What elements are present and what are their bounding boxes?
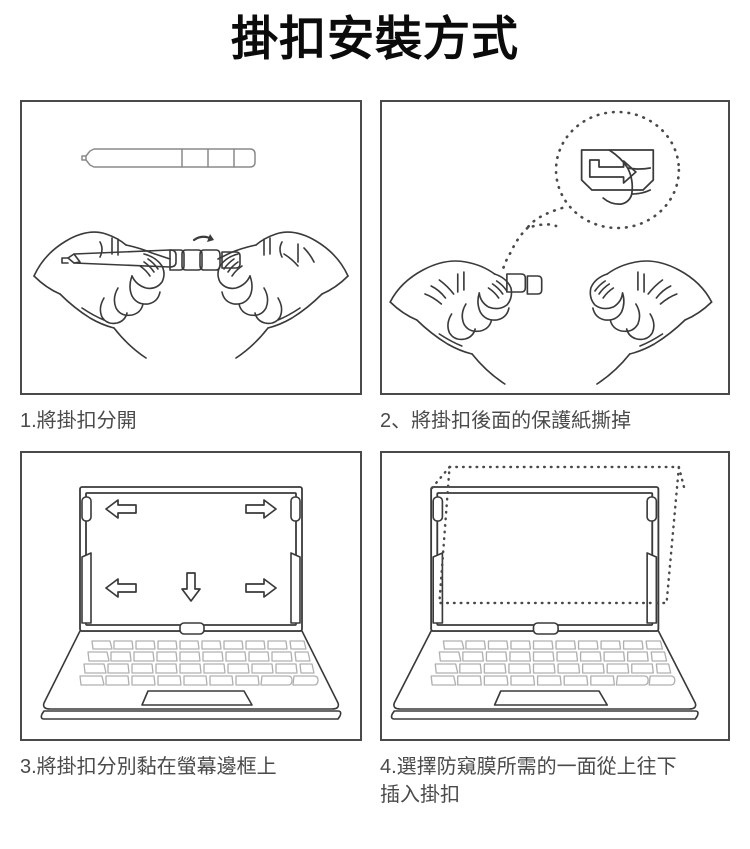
clip-bottom-left	[432, 552, 444, 624]
laptop-trackpad	[493, 690, 609, 706]
arrow-right-bottom	[245, 578, 277, 598]
step-2-caption: 2、將掛扣後面的保護紙撕掉	[380, 410, 632, 432]
clip-top-left	[81, 496, 92, 522]
step-1-caption: 1.將掛扣分開	[20, 410, 137, 432]
laptop-base	[390, 630, 699, 720]
laptop-with-privacy-film-illustration	[390, 465, 699, 720]
laptop-base	[40, 630, 342, 720]
laptop-keyboard	[430, 640, 676, 686]
step-cell-4: 4.選擇防窺膜所需的一面從上往下 插入掛扣	[375, 451, 750, 809]
clip-bottom-right	[646, 552, 658, 624]
clip-top-right	[290, 496, 301, 522]
pinched-clip	[506, 273, 543, 295]
arrow-left-bottom	[105, 578, 137, 598]
clip-bottom-left	[81, 552, 92, 624]
dotted-privacy-film-outline	[429, 465, 687, 605]
clip-backing-paper-detail	[580, 149, 655, 205]
page-title: 掛扣安裝方式	[231, 12, 519, 67]
step-cell-2: 2、將掛扣後面的保護紙撕掉	[375, 100, 750, 435]
step-2-panel	[380, 100, 730, 395]
step-3-panel	[20, 451, 362, 741]
screen-latch	[179, 622, 205, 635]
clip-joint-center	[169, 234, 221, 271]
right-hand	[217, 231, 349, 359]
step-cell-3: 3.將掛扣分別黏在螢幕邊框上	[0, 451, 375, 809]
steps-grid: 1.將掛扣分開	[0, 100, 750, 809]
step-3-caption: 3.將掛扣分別黏在螢幕邊框上	[20, 756, 277, 778]
hands-peeling-backing-illustration	[389, 110, 713, 385]
step-4-panel	[380, 451, 730, 741]
laptop-screen	[79, 486, 303, 632]
arrow-down-center	[181, 572, 201, 602]
laptop-with-clips-illustration	[40, 486, 342, 720]
step-row-2: 3.將掛扣分別黏在螢幕邊框上	[0, 451, 750, 809]
right-hand	[589, 260, 713, 385]
clip-top-right	[646, 496, 658, 522]
arrow-left-top	[105, 499, 137, 519]
laptop-screen	[430, 486, 660, 632]
hands-separating-clip-illustration	[33, 148, 349, 359]
step-row-1: 1.將掛扣分開	[0, 100, 750, 435]
screen-latch	[532, 622, 559, 635]
left-hand	[33, 231, 177, 359]
laptop-trackpad	[141, 690, 253, 706]
assembled-hook-clip	[81, 148, 256, 168]
step-4-caption: 4.選擇防窺膜所需的一面從上往下 插入掛扣	[380, 756, 677, 806]
clip-bottom-right	[290, 552, 301, 624]
laptop-keyboard	[79, 640, 319, 686]
dotted-callout-bubble	[501, 110, 681, 272]
clip-top-left	[432, 496, 444, 522]
left-hand	[389, 260, 513, 385]
step-1-panel	[20, 100, 362, 395]
arrow-right-top	[245, 499, 277, 519]
step-cell-1: 1.將掛扣分開	[0, 100, 375, 435]
